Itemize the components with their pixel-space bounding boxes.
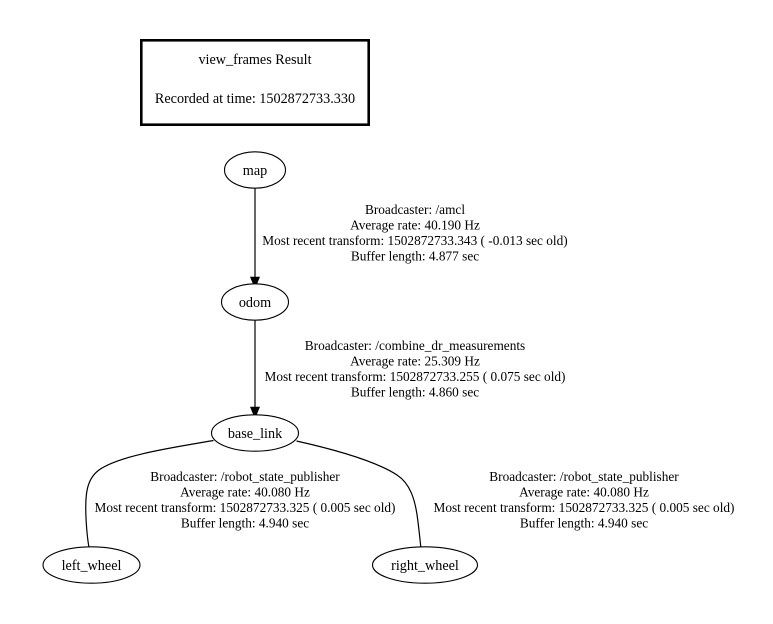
edge-baselink-rightwheel-line: [296, 440, 422, 550]
node-map[interactable]: map: [223, 151, 287, 189]
edge-map-odom-buffer-length: Buffer length: 4.877 sec: [351, 249, 479, 264]
result-header-border: [140, 38, 370, 127]
edge-odom-baselink-most-recent: Most recent transform: 1502872733.255 ( …: [265, 369, 566, 384]
node-right-wheel-label: right_wheel: [391, 558, 459, 574]
node-map-label: map: [243, 163, 267, 179]
edge-base-link-to-right-wheel: Broadcaster: /robot_state_publisher Aver…: [296, 440, 735, 562]
node-left-wheel-label: left_wheel: [62, 558, 122, 574]
edge-map-odom-average-rate: Average rate: 40.190 Hz: [350, 218, 480, 233]
edge-map-odom-arrow-icon: [250, 276, 260, 290]
edge-baselink-leftwheel-buffer-length: Buffer length: 4.940 sec: [181, 516, 309, 531]
edge-base-link-to-left-wheel: Broadcaster: /robot_state_publisher Aver…: [84, 439, 396, 562]
edge-map-odom-most-recent: Most recent transform: 1502872733.343 ( …: [262, 233, 567, 248]
edge-baselink-leftwheel-line: [85, 439, 214, 551]
node-base-link[interactable]: base_link: [210, 414, 300, 452]
node-odom-shape[interactable]: [220, 283, 290, 321]
edge-baselink-rightwheel-buffer-length: Buffer length: 4.940 sec: [520, 516, 648, 531]
edge-baselink-rightwheel-broadcaster: Broadcaster: /robot_state_publisher: [489, 469, 679, 484]
edge-odom-to-base-link: Broadcaster: /combine_dr_measurements Av…: [250, 320, 566, 420]
edge-odom-baselink-buffer-length: Buffer length: 4.860 sec: [351, 385, 479, 400]
edge-baselink-leftwheel-most-recent: Most recent transform: 1502872733.325 ( …: [95, 500, 396, 515]
result-title: view_frames Result: [198, 52, 311, 68]
result-header-box: view_frames Result Recorded at time: 150…: [140, 38, 370, 127]
result-recorded-time: Recorded at time: 1502872733.330: [155, 91, 355, 107]
node-odom-label: odom: [239, 295, 271, 311]
node-right-wheel[interactable]: right_wheel: [371, 546, 479, 584]
edge-odom-baselink-average-rate: Average rate: 25.309 Hz: [350, 354, 480, 369]
edge-odom-baselink-broadcaster: Broadcaster: /combine_dr_measurements: [305, 338, 525, 353]
edge-baselink-rightwheel-most-recent: Most recent transform: 1502872733.325 ( …: [434, 500, 735, 515]
node-left-wheel-shape[interactable]: [42, 546, 141, 584]
node-base-link-label: base_link: [228, 426, 283, 442]
edge-baselink-leftwheel-broadcaster: Broadcaster: /robot_state_publisher: [150, 469, 340, 484]
node-right-wheel-shape[interactable]: [371, 546, 479, 584]
node-left-wheel[interactable]: left_wheel: [42, 546, 141, 584]
edge-map-odom-broadcaster: Broadcaster: /amcl: [365, 202, 465, 217]
edge-baselink-rightwheel-average-rate: Average rate: 40.080 Hz: [519, 485, 649, 500]
node-map-shape[interactable]: [223, 151, 287, 189]
edge-map-to-odom: Broadcaster: /amcl Average rate: 40.190 …: [250, 188, 568, 290]
edge-baselink-leftwheel-average-rate: Average rate: 40.080 Hz: [180, 485, 310, 500]
node-odom[interactable]: odom: [220, 283, 290, 321]
edge-odom-baselink-arrow-icon: [250, 406, 260, 420]
node-base-link-shape[interactable]: [210, 414, 300, 452]
